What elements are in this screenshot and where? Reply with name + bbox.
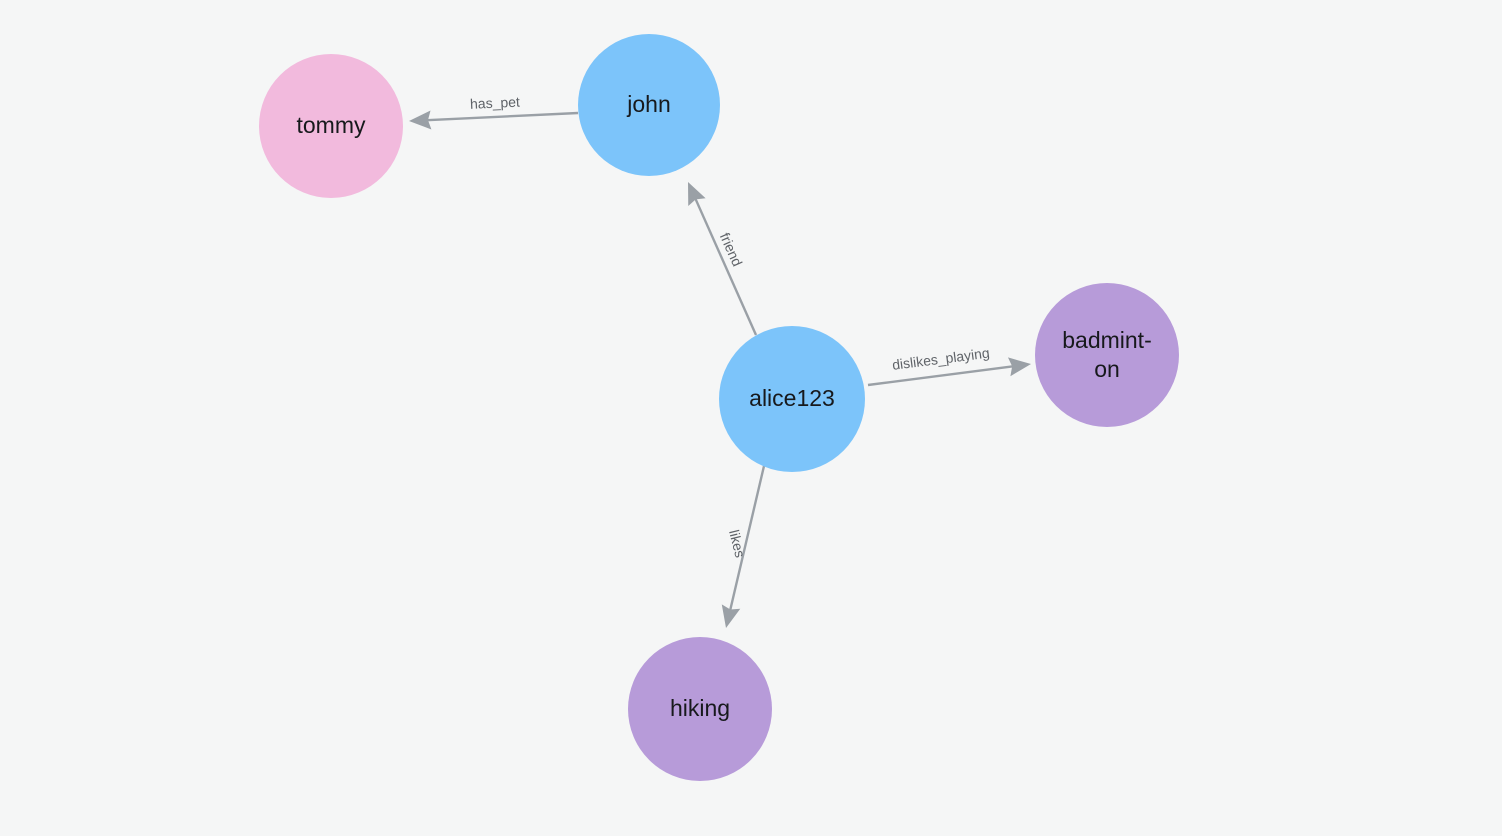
graph-edge-friend[interactable]: friend (688, 182, 758, 336)
graph-node-hiking[interactable]: hiking (628, 637, 772, 781)
graph-node-tommy[interactable]: tommy (259, 54, 403, 198)
graph-node-alice123[interactable]: alice123 (719, 326, 865, 472)
graph-edge-likes[interactable]: likes (721, 465, 766, 628)
node-circle-hiking[interactable] (628, 637, 772, 781)
edge-label-dislikes_playing: dislikes_playing (891, 345, 990, 373)
node-circle-badminton[interactable] (1035, 283, 1179, 427)
edge-label-friend: friend (717, 230, 746, 269)
nodes-layer: tommy john alice123 badmint-on hiking (259, 34, 1179, 781)
node-circle-john[interactable] (578, 34, 720, 176)
edge-arrowhead-friend (688, 182, 706, 206)
edge-arrowhead-dislikes_playing (1007, 357, 1031, 377)
edge-arrowhead-likes (721, 604, 741, 628)
edge-line-likes (728, 465, 766, 611)
graph-edge-has_pet[interactable]: has_pet (409, 94, 579, 130)
graph-node-badminton[interactable]: badmint-on (1035, 283, 1179, 427)
node-circle-alice123[interactable] (719, 326, 865, 472)
edge-line-friend (694, 197, 758, 336)
graph-node-john[interactable]: john (578, 34, 720, 176)
edge-label-has_pet: has_pet (470, 94, 521, 112)
edge-line-has_pet (426, 111, 579, 122)
node-circle-tommy[interactable] (259, 54, 403, 198)
edge-line-dislikes_playing (867, 365, 1014, 387)
edge-label-likes: likes (726, 528, 748, 559)
graph-edge-dislikes_playing[interactable]: dislikes_playing (867, 345, 1031, 387)
edge-arrowhead-has_pet (409, 110, 432, 130)
